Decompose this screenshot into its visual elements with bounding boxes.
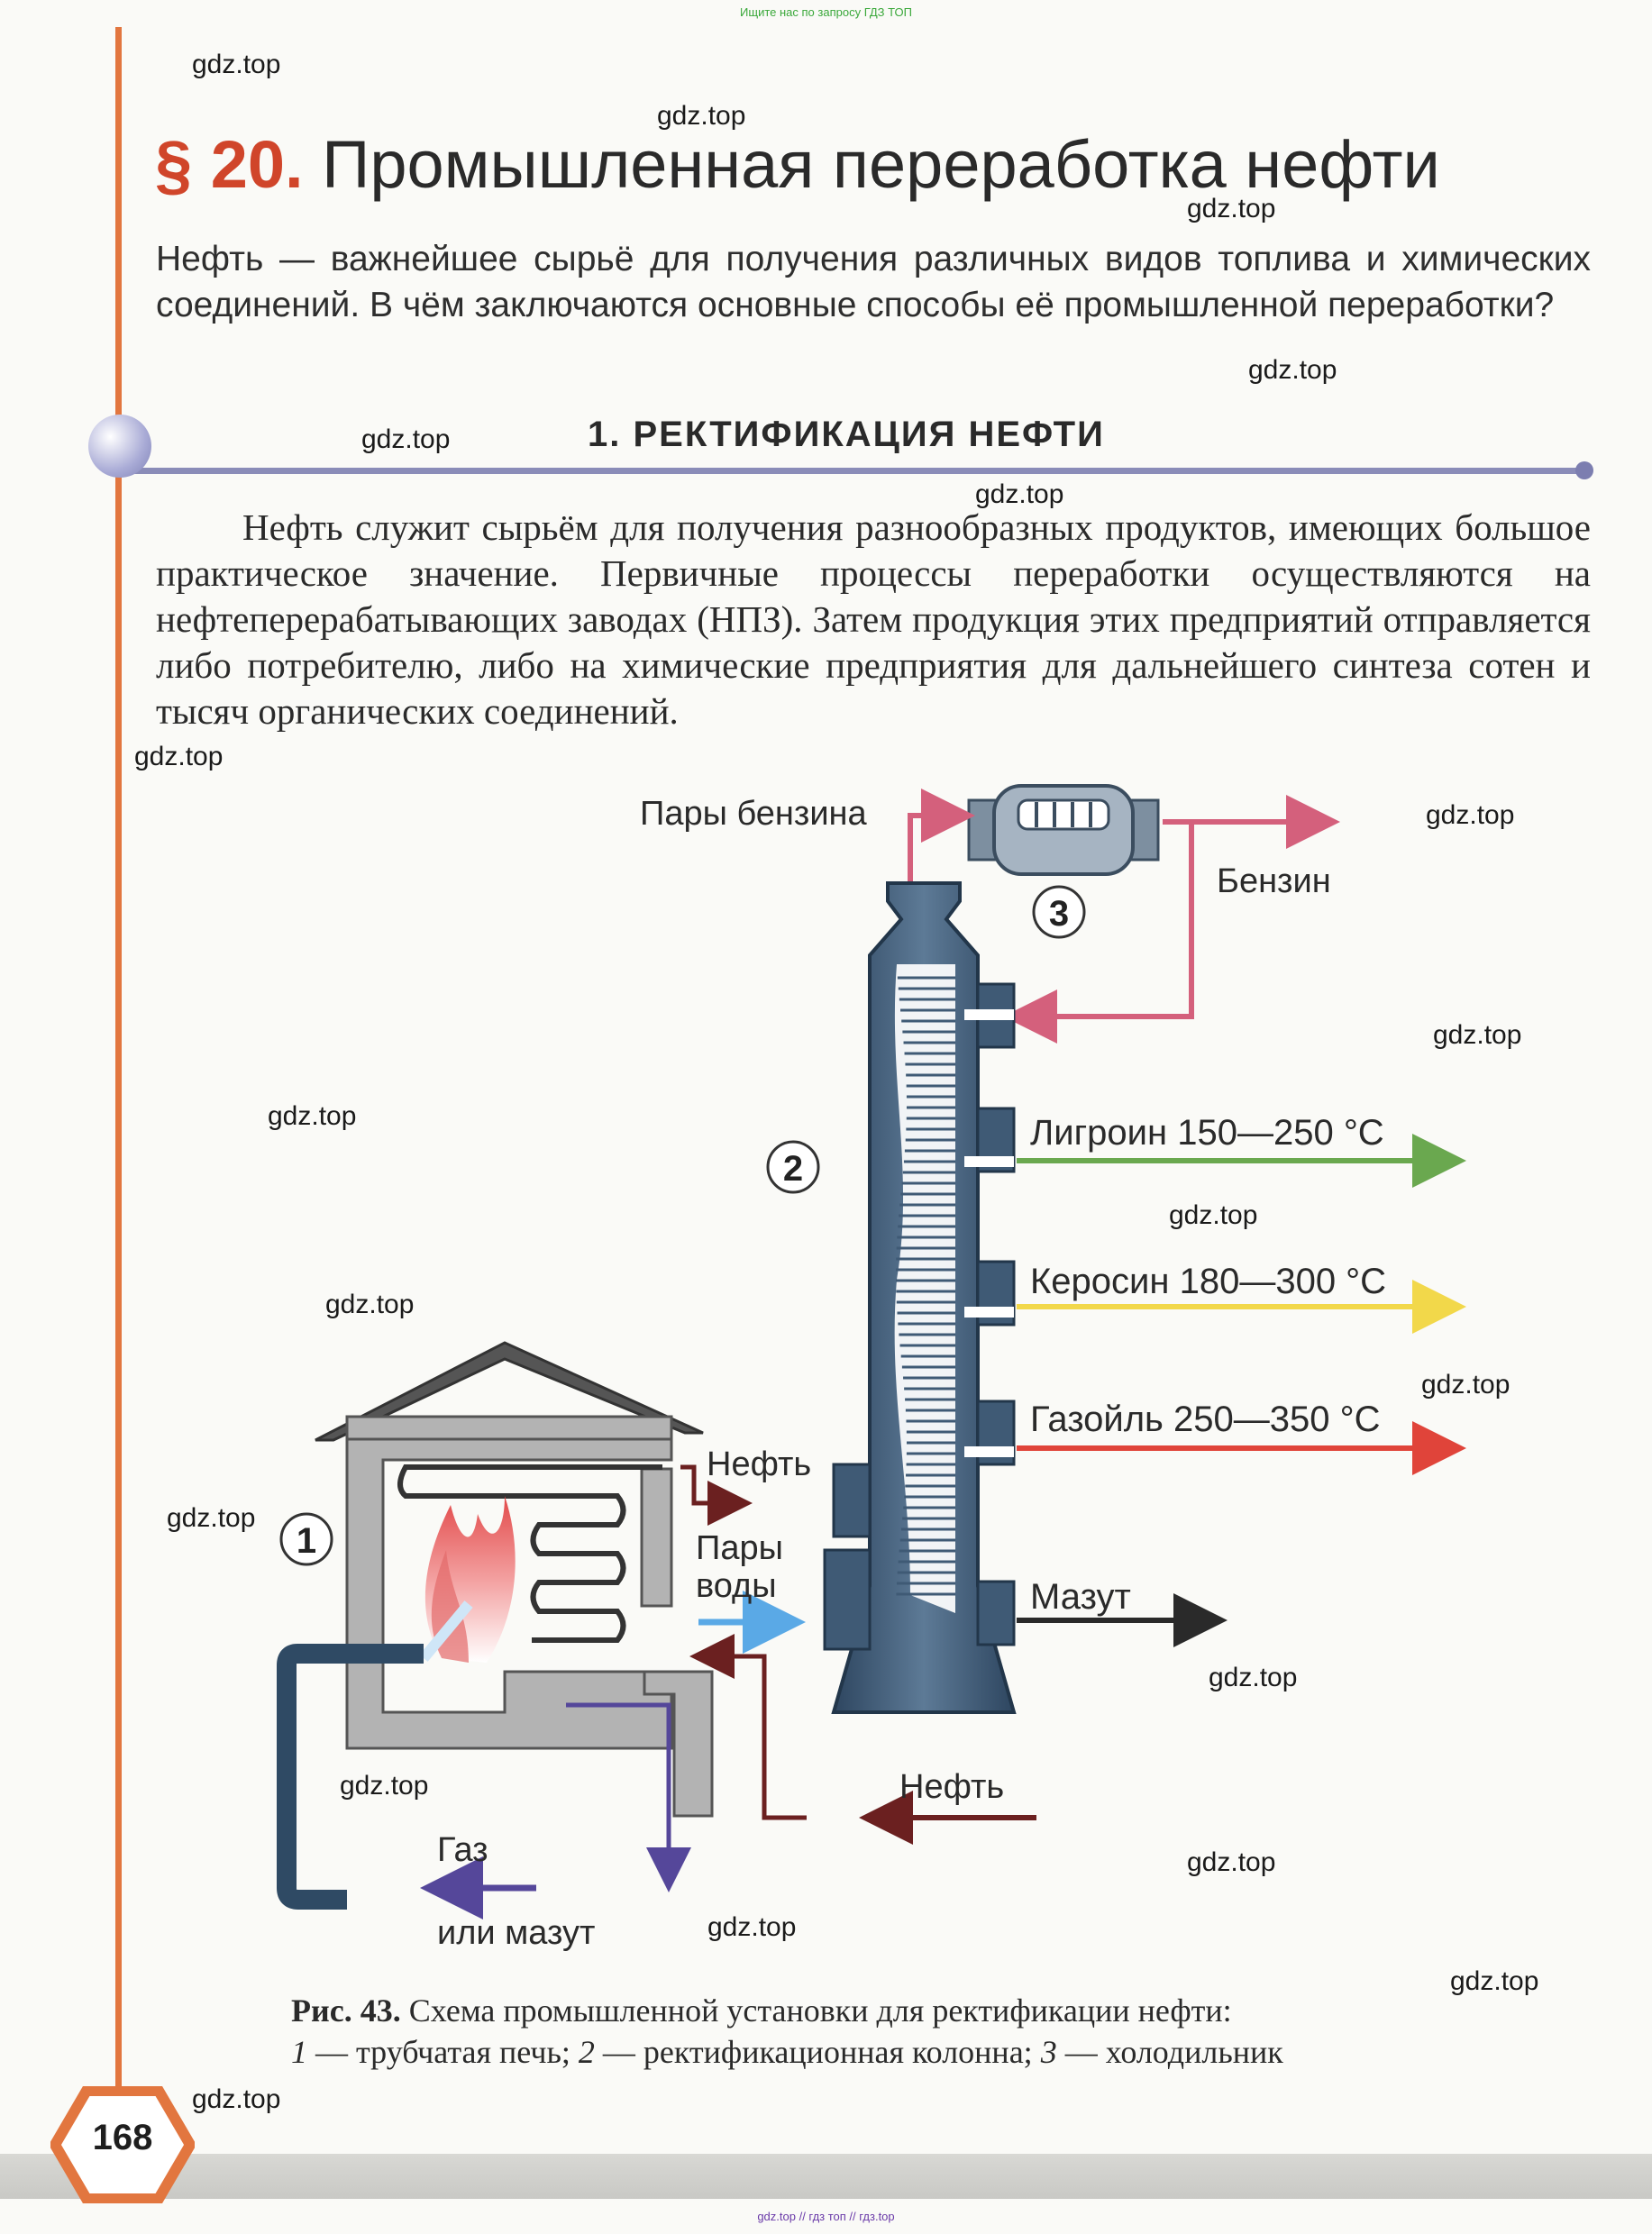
section-title: 1. РЕКТИФИКАЦИЯ НЕФТИ [588, 415, 1105, 454]
watermark: gdz.top [340, 1771, 429, 1801]
watermark: gdz.top [192, 50, 281, 79]
marker-circle [766, 1140, 820, 1194]
watermark: gdz.top [657, 101, 746, 131]
watermark: gdz.top [707, 1912, 797, 1942]
marker-circle [279, 1512, 333, 1566]
label-vapors-gasoline: Пары бензина [640, 795, 868, 833]
fuel-down-arrow [566, 1702, 691, 1892]
figure-number: Рис. 43. [291, 1992, 401, 2029]
label-gasoil: Газойль 250—350 °С [1030, 1400, 1380, 1439]
cooler [967, 784, 1160, 876]
page-number: 168 [92, 2118, 153, 2157]
watermark: gdz.top [1187, 194, 1276, 223]
watermark: gdz.top [268, 1101, 357, 1131]
vapor-arrow [908, 789, 975, 888]
marker-circle [1032, 885, 1086, 939]
page-footer-bar [0, 2154, 1652, 2199]
label-steam-line2: воды [696, 1567, 777, 1605]
section-rule [124, 468, 1586, 474]
column-trays [896, 976, 955, 1596]
label-gasoline: Бензин [1217, 862, 1331, 900]
watermark: gdz.top [1209, 1663, 1298, 1692]
watermark: gdz.top [1187, 1847, 1276, 1877]
section-ball-icon [88, 415, 151, 478]
label-ligroin: Лигроин 150—250 °С [1030, 1113, 1384, 1153]
intro-text: Нефть — важнейшее сырьё для получения ра… [156, 240, 1591, 324]
watermark: gdz.top [1426, 800, 1515, 830]
caption-item: — ректификационная колонна; [602, 2034, 1033, 2070]
oil-to-column-arrow [680, 1464, 753, 1526]
top-note: Ищите нас по запросу ГДЗ ТОП [740, 5, 912, 19]
watermark: gdz.top [325, 1290, 415, 1319]
reflux-arrow [1003, 822, 1194, 1044]
watermark: gdz.top [1421, 1370, 1511, 1400]
label-steam-line1: Пары [696, 1529, 783, 1567]
bottom-note: gdz.top // гдз топ // гдз.top [757, 2210, 895, 2223]
body-text: Нефть служит сырьём для получения разноо… [156, 506, 1591, 732]
label-mazut: Мазут [1030, 1577, 1131, 1617]
paragraph-title: Промышленная переработка нефти [322, 127, 1440, 202]
caption-item: — холодильник [1064, 2034, 1283, 2070]
marker-3: 3 [1049, 894, 1069, 934]
page-title: § 20. Промышленная переработка нефти [155, 126, 1440, 203]
label-kerosene: Керосин 180—300 °С [1030, 1262, 1386, 1301]
watermark: gdz.top [1169, 1200, 1258, 1230]
marker-2: 2 [783, 1149, 803, 1189]
oil-return-arrow [689, 1634, 807, 1820]
caption-item-num: 3 [1040, 2034, 1057, 2070]
paragraph-number: § 20. [155, 127, 304, 202]
watermark: gdz.top [1433, 1020, 1522, 1050]
watermark: gdz.top [1450, 1966, 1539, 1996]
section-rule-dot [1575, 461, 1593, 479]
label-oil-input: Нефть [899, 1768, 1004, 1806]
caption-item: — трубчатая печь; [315, 2034, 570, 2070]
watermark: gdz.top [192, 2084, 281, 2114]
page-number-badge [50, 2086, 195, 2203]
watermark: gdz.top [134, 742, 224, 771]
label-gas: Газ [437, 1831, 488, 1869]
marker-1: 1 [297, 1521, 316, 1561]
label-oil-heated: Нефть [707, 1445, 811, 1483]
figure-caption-text: Схема промышленной установки для ректифи… [408, 1992, 1232, 2029]
label-or-mazut: или мазут [437, 1914, 595, 1952]
caption-item-num: 1 [291, 2034, 307, 2070]
tube-furnace [277, 1341, 714, 1910]
watermark: gdz.top [361, 424, 451, 454]
watermark: gdz.top [1248, 355, 1337, 385]
margin-line [115, 27, 122, 2127]
figure-caption: Рис. 43. Схема промышленной установки дл… [291, 1990, 1490, 2073]
rectification-column [823, 881, 1017, 1714]
caption-item-num: 2 [578, 2034, 595, 2070]
watermark: gdz.top [975, 479, 1064, 509]
watermark: gdz.top [167, 1503, 256, 1533]
